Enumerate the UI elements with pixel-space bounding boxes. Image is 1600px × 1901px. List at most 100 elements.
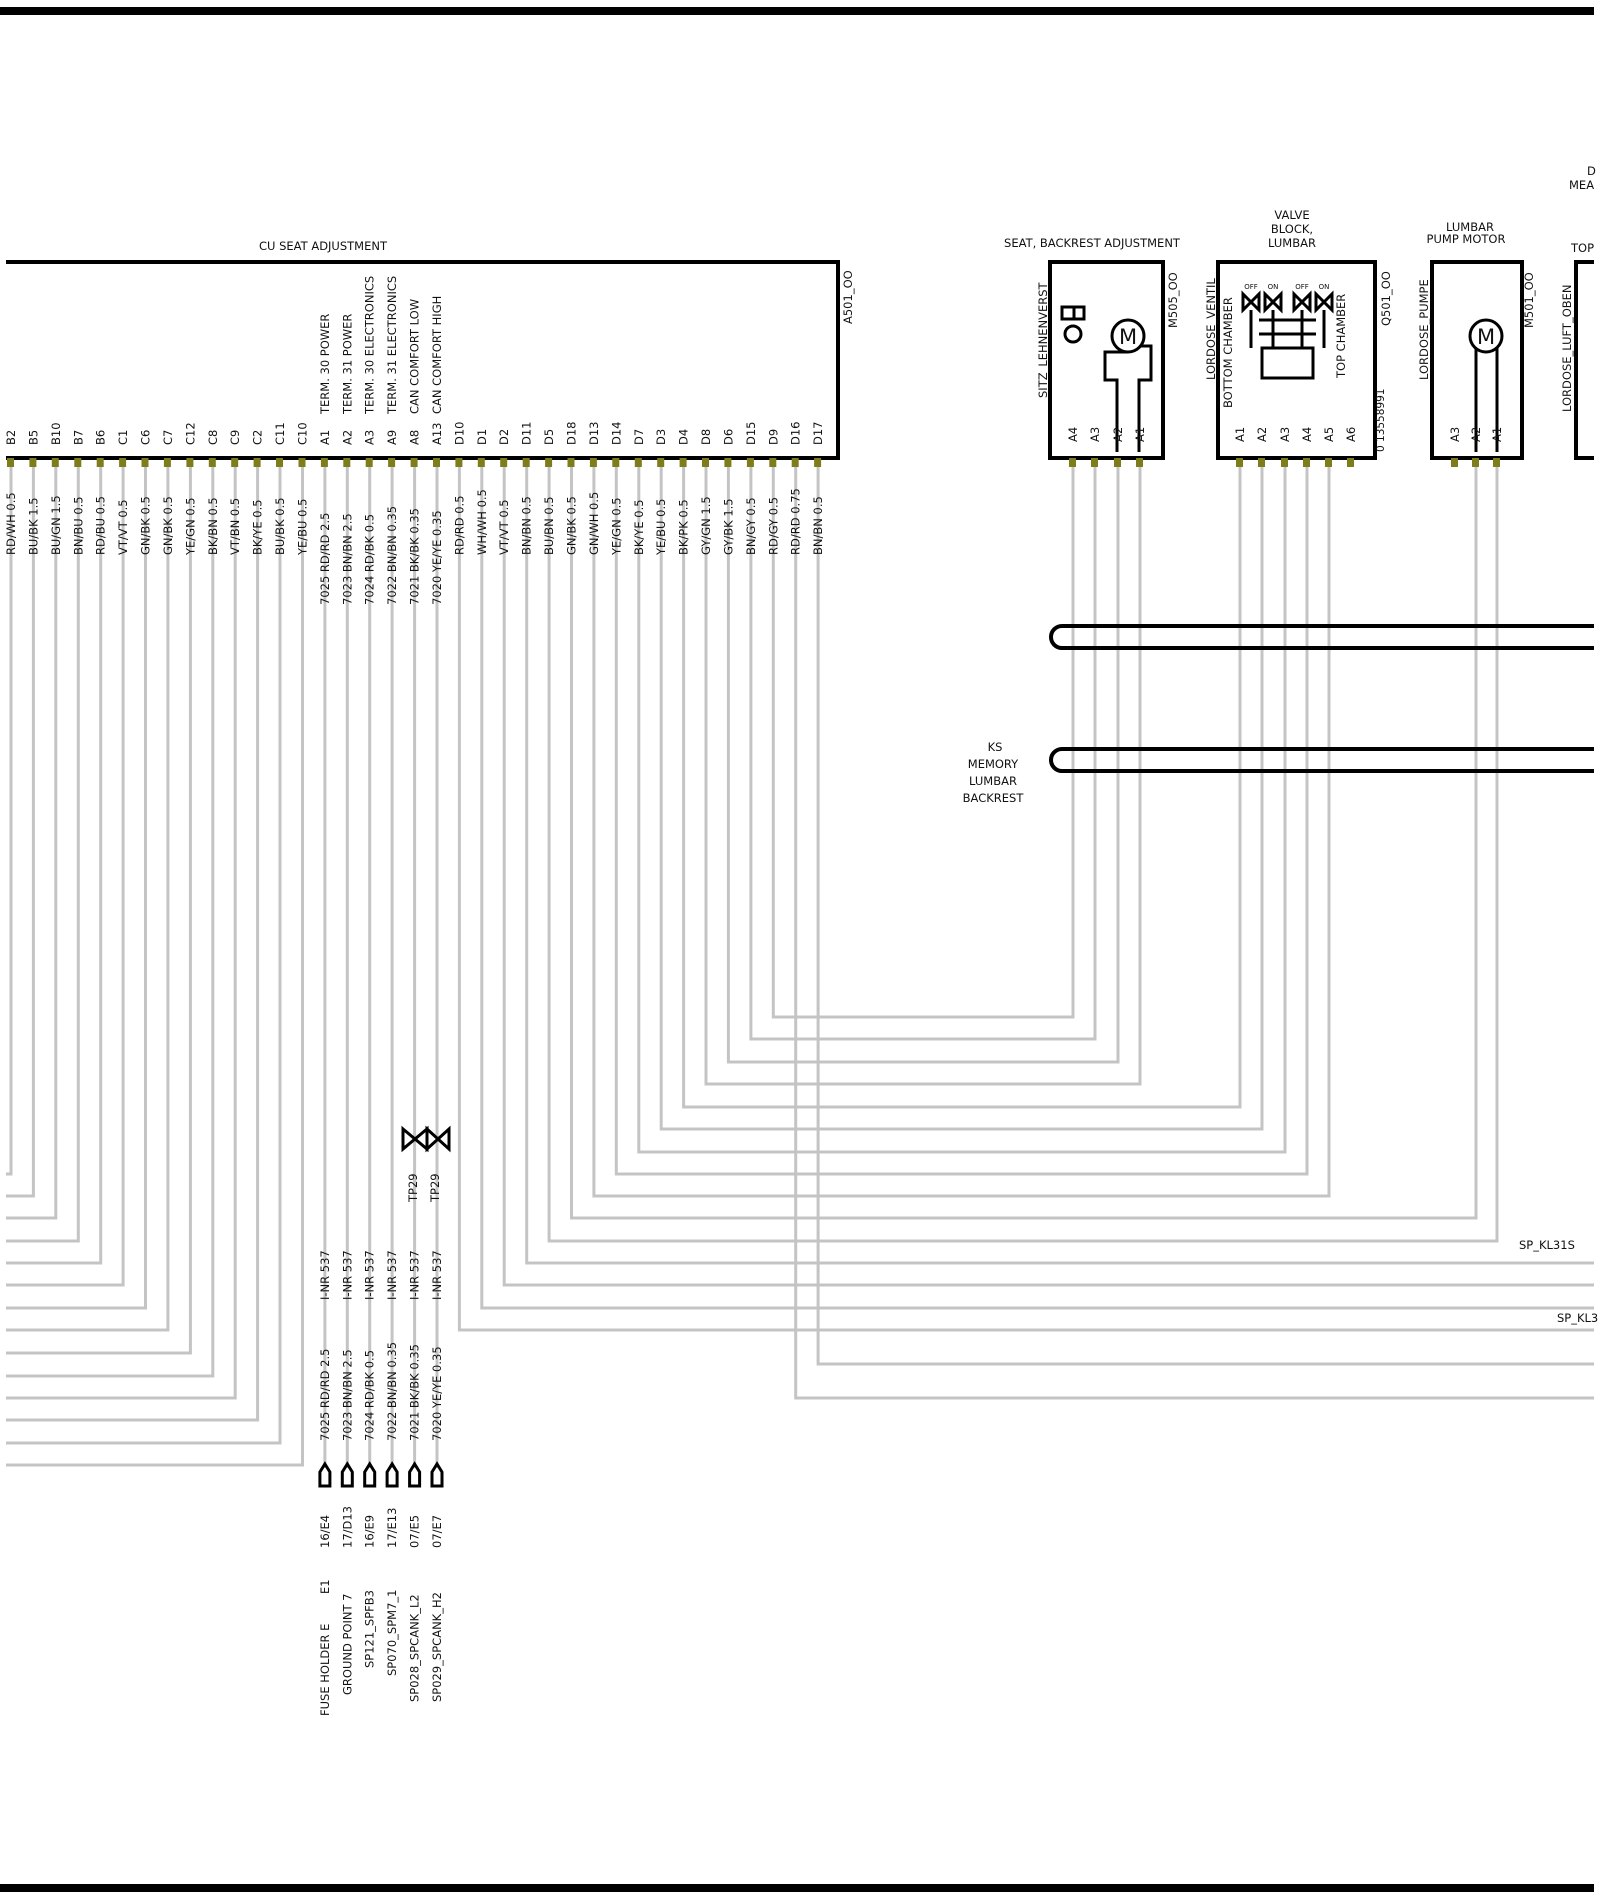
cu-wire-label: 7021 BK/BK 0.35 (408, 508, 422, 605)
cu-pin-label: D14 (609, 422, 623, 446)
q501-valve-label-0: OFF (1244, 283, 1258, 291)
q501-id: Q501_OO (1379, 271, 1393, 326)
pin-terminal (186, 458, 194, 467)
cu-wire-label: BU/BK 0.5 (273, 497, 287, 555)
cu-wire-label: YE/BU 0.5 (654, 499, 668, 556)
sheet-reference-label: 07/E5 (408, 1515, 422, 1548)
cu-wire-label: RD/RD 0.75 (789, 488, 803, 555)
cu-wire-label: 7024 RD/BK 0.5 (363, 514, 377, 605)
connector-arrow-icon (430, 1461, 444, 1488)
power-wire-label: 7020 YE/YE 0.35 (430, 1346, 444, 1441)
connector-arrow-icon (408, 1461, 422, 1488)
cu-pin-label: D13 (587, 422, 601, 446)
pin-terminal (119, 458, 127, 467)
harness-label-3: BACKREST (963, 791, 1025, 805)
cu-pin-label: C12 (183, 422, 197, 445)
pin-terminal (1493, 458, 1500, 467)
cu-pin-label: D16 (789, 422, 803, 446)
cu-pin-label: D6 (721, 429, 735, 445)
cu-pin-label: D11 (520, 422, 534, 446)
cu-pin-label: C2 (251, 430, 265, 445)
pin-terminal (814, 458, 822, 467)
pin-terminal (410, 458, 418, 467)
cu-wire-label: GN/BK 0.5 (139, 496, 153, 555)
cu-wire-label: BK/BN 0.5 (206, 497, 220, 555)
splice-ref-label: I-NR 537 (340, 1250, 354, 1300)
q501-valve-label-3: ON (1319, 283, 1330, 291)
m501-pin-label: A2 (1469, 427, 1483, 442)
test-point-label-1: TP29 (428, 1173, 442, 1203)
q501-pin-label: A6 (1344, 427, 1358, 442)
power-wire-label: 7022 BN/BN 0.35 (385, 1342, 399, 1441)
cu-title: CU SEAT ADJUSTMENT (259, 239, 388, 253)
cu-id: A501_OO (841, 270, 855, 324)
m505-backrest-motor: SEAT, BACKREST ADJUSTMENT M505_OO SITZ_L… (1004, 236, 1181, 467)
q501-pin-label: A1 (1233, 427, 1247, 442)
pin-terminal (702, 458, 709, 467)
sheet-reference-label: 17/E13 (385, 1508, 399, 1548)
m501-lumbar-pump: LUMBAR PUMP MOTOR M501_OO LORDOSE_PUMPE … (1417, 220, 1536, 467)
q501-valve-block: VALVE BLOCK, LUMBAR Q501_OO 0 13558991 L… (1204, 208, 1393, 467)
wire-path (570, 466, 1478, 1220)
destination-label: SP070_SPM7_1 (385, 1590, 399, 1676)
pin-terminal (1303, 458, 1310, 467)
cu-wire-label: VT/VT 0.5 (497, 499, 511, 555)
cu-pin-label: A1 (318, 430, 332, 445)
pin-terminal (1281, 458, 1288, 467)
cu-wire-label: BK/YE 0.5 (251, 499, 265, 555)
pin-terminal (522, 458, 530, 467)
wire-path (6, 466, 192, 1355)
cu-wire-label: BN/BU 0.5 (71, 496, 85, 555)
cu-wire-label: RD/WH 0.5 (4, 492, 18, 555)
cu-wire-label: RD/BU 0.5 (94, 496, 108, 555)
splice-label-1: SP_KL3 (1557, 1311, 1598, 1325)
pin-terminal (51, 458, 59, 467)
destination-label: SP028_SPCANK_L2 (408, 1594, 422, 1702)
wire-path (480, 466, 1594, 1310)
cu-wire-label: GY/BK 1.5 (721, 498, 735, 555)
wire-path (547, 466, 1499, 1243)
pin-terminal (298, 458, 306, 467)
splice-ref-label: I-NR 537 (363, 1250, 377, 1300)
wire-path (6, 466, 260, 1422)
sheet-reference-label: 17/D13 (340, 1506, 354, 1548)
cu-pin-function: TERM. 31 ELECTRONICS (385, 276, 399, 415)
valve-icon (1241, 290, 1334, 380)
pin-terminal (365, 458, 373, 467)
bottom-border (0, 1884, 1594, 1892)
cu-pin-label: D1 (475, 429, 489, 445)
cu-wire-label: BU/BK 1.5 (26, 497, 40, 555)
pin-terminal (433, 458, 440, 467)
cu-pin-label: D5 (542, 429, 556, 445)
cu-pin-label: A3 (363, 430, 377, 445)
cu-wire-label: 7022 BN/BN 0.35 (385, 506, 399, 605)
pin-terminal (208, 458, 216, 467)
pin-terminal (1236, 458, 1243, 467)
m505-pin-label: A2 (1111, 427, 1125, 442)
wire-path (6, 466, 13, 1176)
cu-pin-label: D4 (677, 429, 691, 445)
wire-path (6, 466, 147, 1310)
m505-id: M505_OO (1166, 272, 1180, 328)
partial-component: D MEA TOP LORDOSE_LUFT_OBEN (1560, 164, 1596, 460)
cu-wire-label: YE/GN 0.5 (609, 497, 623, 556)
wire-path (6, 466, 125, 1287)
partial-title-0: D (1587, 164, 1596, 178)
test-point-tp29: TP29 TP29 (401, 1125, 451, 1203)
connector-arrow-icon (318, 1461, 332, 1488)
cu-pin-label: B6 (94, 430, 108, 445)
q501-pin-label: A2 (1255, 427, 1269, 442)
wire-path (726, 466, 1120, 1064)
cu-pin-label: D10 (452, 422, 466, 446)
cu-pin-label: D17 (811, 422, 825, 446)
pin-terminal (74, 458, 82, 467)
pin-terminal (1069, 458, 1076, 467)
cu-pin-label: C9 (228, 430, 242, 445)
motor-icon (1468, 318, 1504, 354)
cu-wire-label: VT/VT 0.5 (116, 499, 130, 555)
cu-pin-label: A9 (385, 430, 399, 445)
cu-pin-function: TERM. 31 POWER (340, 314, 354, 415)
m501-pin-label: A3 (1448, 427, 1462, 442)
